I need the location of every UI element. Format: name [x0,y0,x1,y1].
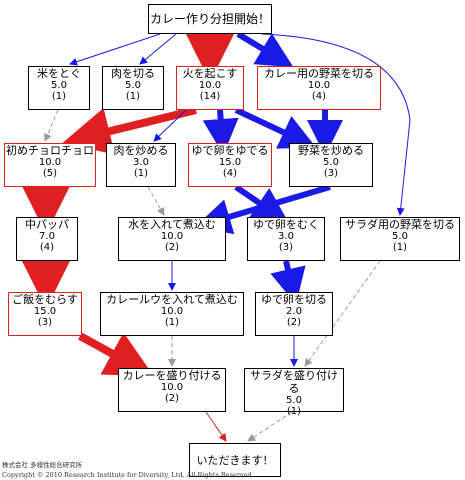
task-count: (1) [392,242,408,253]
task-count: (1) [125,91,141,102]
task-time: 3.0 [133,157,149,168]
edge-boilegg-peelegg [234,184,289,224]
start-label: カレー作り分担開始！ [149,12,270,26]
start-node: カレー作り分担開始！ [148,4,272,34]
task-label: 米をとぐ [37,67,81,80]
task-time: 10.0 [160,231,184,242]
task-time: 5.0 [323,157,339,168]
edge-fire-friemeat [153,109,187,142]
task-time: 3.0 [278,231,294,242]
task-label: ゆで卵をむく [253,218,319,231]
edge-servecurry-final [205,411,227,442]
task-label: カレー用の野菜を切る [264,67,374,80]
task-chorochoro: 初めチョロチョロ 10.0 (5) [4,143,96,187]
task-count: (2) [164,242,180,253]
edge-friemeat-stew [147,186,165,216]
copyright-text: Copyright © 2010 Research Institute for … [2,471,254,479]
task-count: (3) [37,317,53,328]
task-label: サラダを盛り付ける [250,369,338,395]
task-make-fire: 火を起こす 10.0 (14) [176,66,244,110]
task-time: 5.0 [392,231,408,242]
task-time: 10.0 [160,306,184,317]
task-naka-pappa: 中パッパ 7.0 (4) [16,217,78,261]
task-cut-salad-vegetables: サラダ用の野菜を切る 5.0 (1) [340,217,460,261]
task-fry-meat: 肉を炒める 3.0 (1) [106,143,176,187]
task-cut-meat: 肉を切る 5.0 (1) [102,66,164,110]
task-label: カレーを盛り付ける [122,369,222,382]
edge-fire-boilegg [202,109,239,155]
task-time: 2.0 [286,306,302,317]
task-time: 10.0 [38,157,62,168]
task-fry-vegetables: 野菜を炒める 5.0 (3) [289,143,373,187]
task-count: (1) [164,317,180,328]
edge-rice-chorochoro [44,109,59,142]
task-time: 10.0 [307,80,331,91]
task-count: (14) [199,91,221,102]
company-name: 株式会社 多様性総合研究所 [2,461,83,469]
edge-steamrice-servecurry [78,332,155,377]
task-cut-eggs: ゆで卵を切る 2.0 (2) [255,292,333,336]
task-serve-curry: カレーを盛り付ける 10.0 (2) [118,368,226,412]
edge-fire-frieveg [234,107,317,149]
end-node: いただきます！ [189,443,281,477]
task-label: カレールウを入れて煮込む [106,293,238,306]
task-label: ゆで卵をゆでる [191,144,269,157]
task-count: (3) [323,168,339,179]
task-add-water-simmer: 水を入れて煮込む 10.0 (2) [118,217,226,261]
task-peel-eggs: ゆで卵をむく 3.0 (3) [247,217,325,261]
task-count: (4) [39,242,55,253]
task-label: 初めチョロチョロ [6,144,94,157]
task-count: (1) [286,406,302,417]
edge-servesalad-final [247,411,293,442]
task-cut-curry-vegetables: カレー用の野菜を切る 10.0 (4) [257,66,381,110]
task-time: 10.0 [198,80,222,91]
edge-start-cutmeat [139,33,177,65]
task-label: ゆで卵を切る [261,293,327,306]
task-time: 10.0 [160,382,184,393]
task-count: (5) [42,168,58,179]
task-count: (1) [133,168,149,179]
task-label: 水を入れて煮込む [128,218,216,231]
task-count: (2) [164,393,180,404]
edge-fire-chorochoro [62,106,197,155]
task-time: 7.0 [39,231,55,242]
task-time: 5.0 [286,395,302,406]
edge-peelegg-cutegg [270,260,306,305]
task-label: 中パッパ [25,218,69,231]
task-label: 肉を炒める [113,144,169,157]
task-time: 5.0 [51,80,67,91]
task-count: (1) [51,91,67,102]
task-serve-salad: サラダを盛り付ける 5.0 (1) [244,368,344,417]
task-add-roux: カレールウを入れて煮込む 10.0 (1) [100,292,244,336]
task-label: 火を起こす [182,67,238,80]
edge-start-rice [69,33,161,66]
edge-frieveg-stew [194,184,331,235]
task-boil-eggs: ゆで卵をゆでる 15.0 (4) [188,143,272,187]
task-label: 野菜を炒める [298,144,364,157]
edge-start-saladcut [261,33,411,216]
task-count: (3) [278,242,294,253]
task-label: サラダ用の野菜を切る [345,218,455,231]
task-time: 15.0 [218,157,242,168]
task-count: (4) [222,168,238,179]
edge-saladcut-servesalad [304,260,381,367]
task-time: 15.0 [33,306,57,317]
edge-start-cutveg [236,31,294,68]
task-label: ご飯をむらす [12,293,78,306]
task-count: (2) [286,317,302,328]
task-rice: 米をとぐ 5.0 (1) [28,66,90,110]
task-count: (4) [311,91,327,102]
task-steam-rice: ご飯をむらす 15.0 (3) [8,292,82,336]
task-label: 肉を切る [111,67,155,80]
end-label: いただきます！ [196,454,274,467]
task-time: 5.0 [125,80,141,91]
